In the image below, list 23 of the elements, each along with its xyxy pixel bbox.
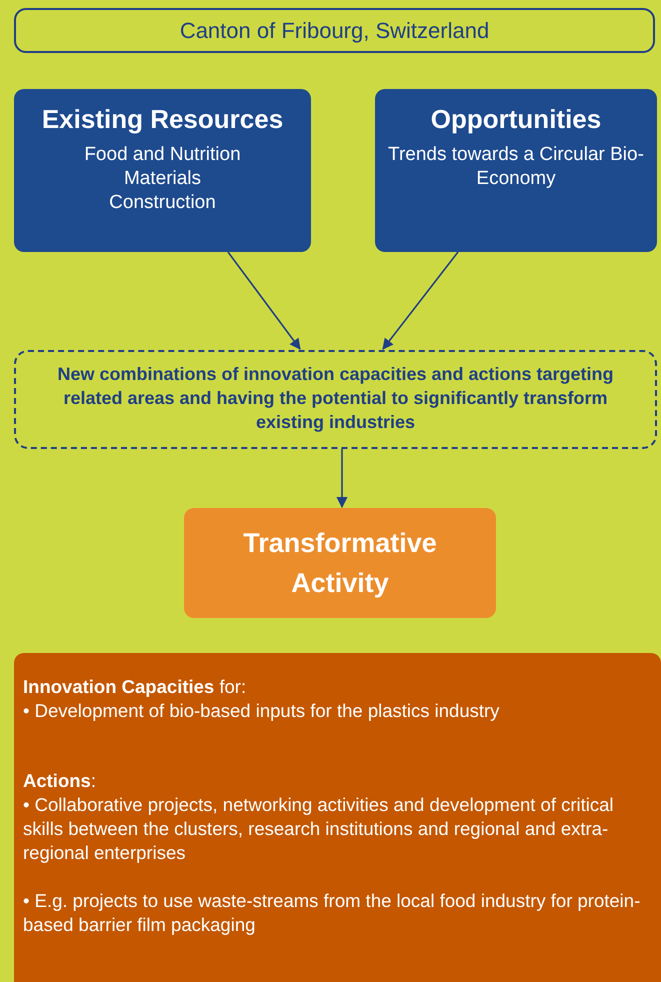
- box-text: Construction: [108, 191, 217, 215]
- box-heading: Transformative Activity: [242, 527, 438, 600]
- bullet-text: • Collaborative projects, networking activities and development of critical skills between the clusters, research institutions and regional and extra-regional enterprises: [23, 793, 615, 865]
- bullet-text: • E.g. projects to use waste-streams from the local food industry for protein-based barrier film packaging: [23, 889, 642, 937]
- category-box: [375, 89, 657, 252]
- box-text: Materials: [122, 167, 202, 191]
- section-heading: Actions:: [23, 769, 97, 793]
- result-box: [184, 508, 496, 618]
- box-text: Trends towards a Circular Bio-Economy: [387, 143, 645, 191]
- box-heading: Existing Resources: [40, 107, 284, 131]
- description-panel: [14, 653, 661, 982]
- title: Canton of Fribourg, Switzerland: [180, 18, 490, 44]
- box-text: Food and Nutrition: [83, 143, 242, 167]
- arrow: [336, 449, 348, 508]
- arrow: [227, 252, 301, 350]
- title-band: [14, 8, 655, 53]
- arrow: [382, 252, 459, 350]
- dashed-box: [14, 350, 657, 449]
- box-text: New combinations of innovation capacities and actions targeting related areas and having the potential to significantly transform existing industries: [56, 362, 615, 434]
- bullet-text: • Development of bio-based inputs for the plastics industry: [23, 699, 500, 723]
- box-heading: Opportunities: [430, 107, 602, 131]
- category-box: [14, 89, 311, 252]
- section-heading: Innovation Capacities for:: [23, 675, 248, 699]
